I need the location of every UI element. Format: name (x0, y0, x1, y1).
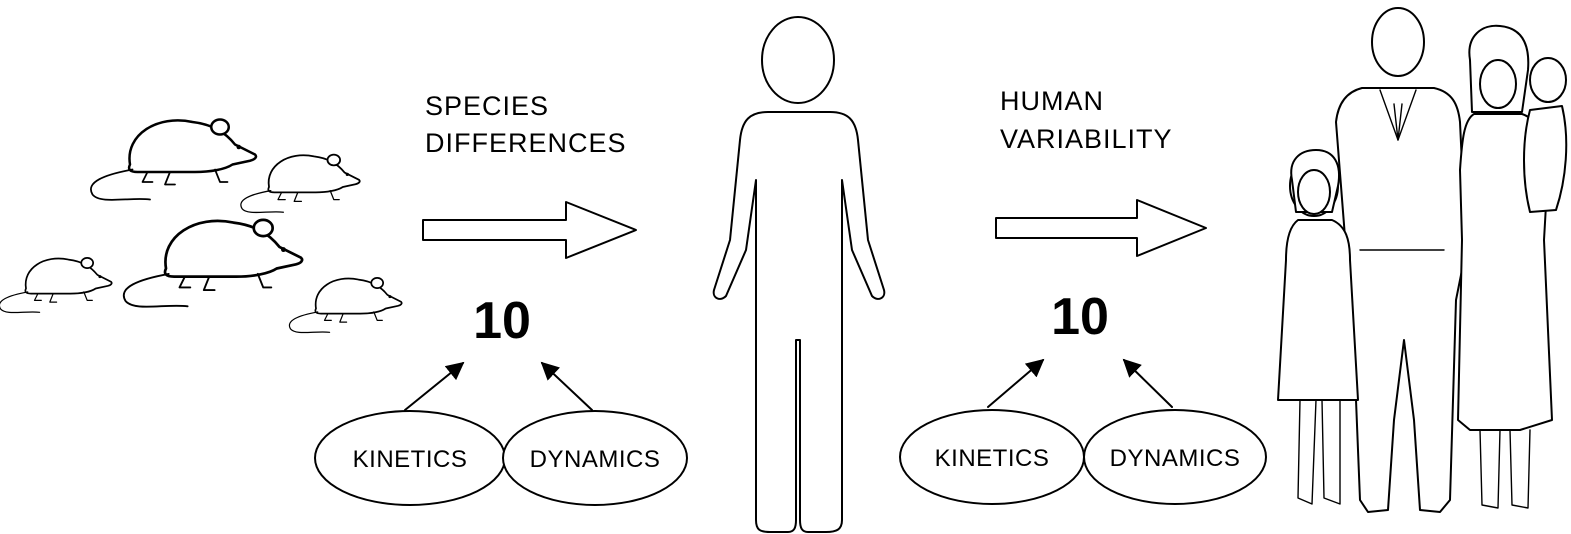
dynamics-arrow-left (540, 361, 593, 411)
dynamics-arrow-right (1122, 358, 1173, 408)
variability-label-line1: HUMAN (1000, 86, 1104, 116)
kinetics-label-left: KINETICS (353, 446, 468, 473)
human-figure-icon (712, 16, 886, 533)
species-label-line1: SPECIES (425, 91, 549, 121)
human-variability-stage: HUMAN VARIABILITY 10 KINETICS DYNAMICS (899, 86, 1267, 505)
girl-figure (1277, 149, 1359, 505)
rat-group-icon (0, 118, 403, 334)
family-group-icon (1277, 7, 1568, 513)
kinetics-label-right: KINETICS (935, 445, 1050, 472)
man-figure (1335, 7, 1467, 513)
species-factor: 10 (473, 292, 531, 350)
variability-label-line2: VARIABILITY (1000, 124, 1173, 154)
species-differences-stage: SPECIES DIFFERENCES 10 KINETICS DYNAMICS (314, 91, 688, 506)
variability-factor: 10 (1051, 288, 1109, 346)
kinetics-arrow-left (404, 361, 465, 411)
dynamics-oval-left (502, 410, 688, 506)
woman-figure (1457, 24, 1568, 509)
species-label-line2: DIFFERENCES (425, 128, 627, 158)
right-arrow-icon (422, 201, 637, 259)
kinetics-arrow-right (987, 358, 1045, 408)
dynamics-label-right: DYNAMICS (1110, 445, 1241, 472)
dynamics-label-left: DYNAMICS (530, 446, 661, 473)
right-arrow-icon (995, 199, 1207, 257)
dynamics-oval-right (1083, 409, 1267, 505)
